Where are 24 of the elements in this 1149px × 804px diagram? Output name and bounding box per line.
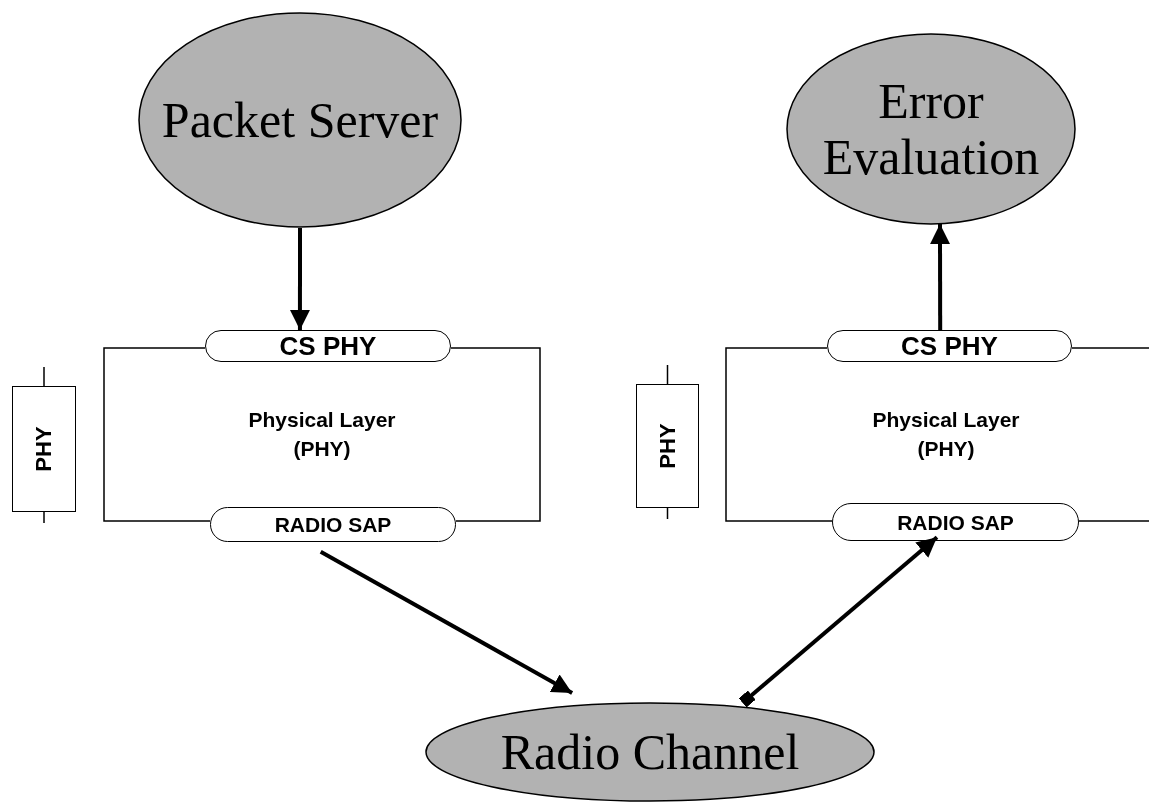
ellipse-node xyxy=(138,12,462,228)
sap-label: RADIO SAP xyxy=(274,514,392,535)
layer-tag-label: PHY xyxy=(654,423,681,469)
ellipse-node xyxy=(786,33,1076,225)
node-title: Error Evaluation xyxy=(821,73,1041,185)
arrow xyxy=(289,228,310,330)
arrow xyxy=(738,535,939,708)
layer-tag-label: PHY xyxy=(31,426,57,472)
layer-tag xyxy=(636,384,699,508)
service-access-point xyxy=(827,330,1072,362)
layer-name: Physical Layer (PHY) xyxy=(871,407,1021,462)
node-title: Packet Server xyxy=(161,92,439,148)
arrow xyxy=(930,224,951,330)
arrow xyxy=(319,550,574,695)
sap-label: CS PHY xyxy=(279,333,377,359)
service-access-point xyxy=(832,503,1079,541)
sap-label: RADIO SAP xyxy=(897,511,1014,533)
layer-name: Physical Layer (PHY) xyxy=(247,407,397,462)
layer-tag xyxy=(12,386,76,512)
service-access-point xyxy=(210,507,456,542)
node-title: Radio Channel xyxy=(500,724,800,780)
service-access-point xyxy=(205,330,451,362)
sap-label: CS PHY xyxy=(901,333,998,359)
ellipse-node xyxy=(425,702,875,802)
